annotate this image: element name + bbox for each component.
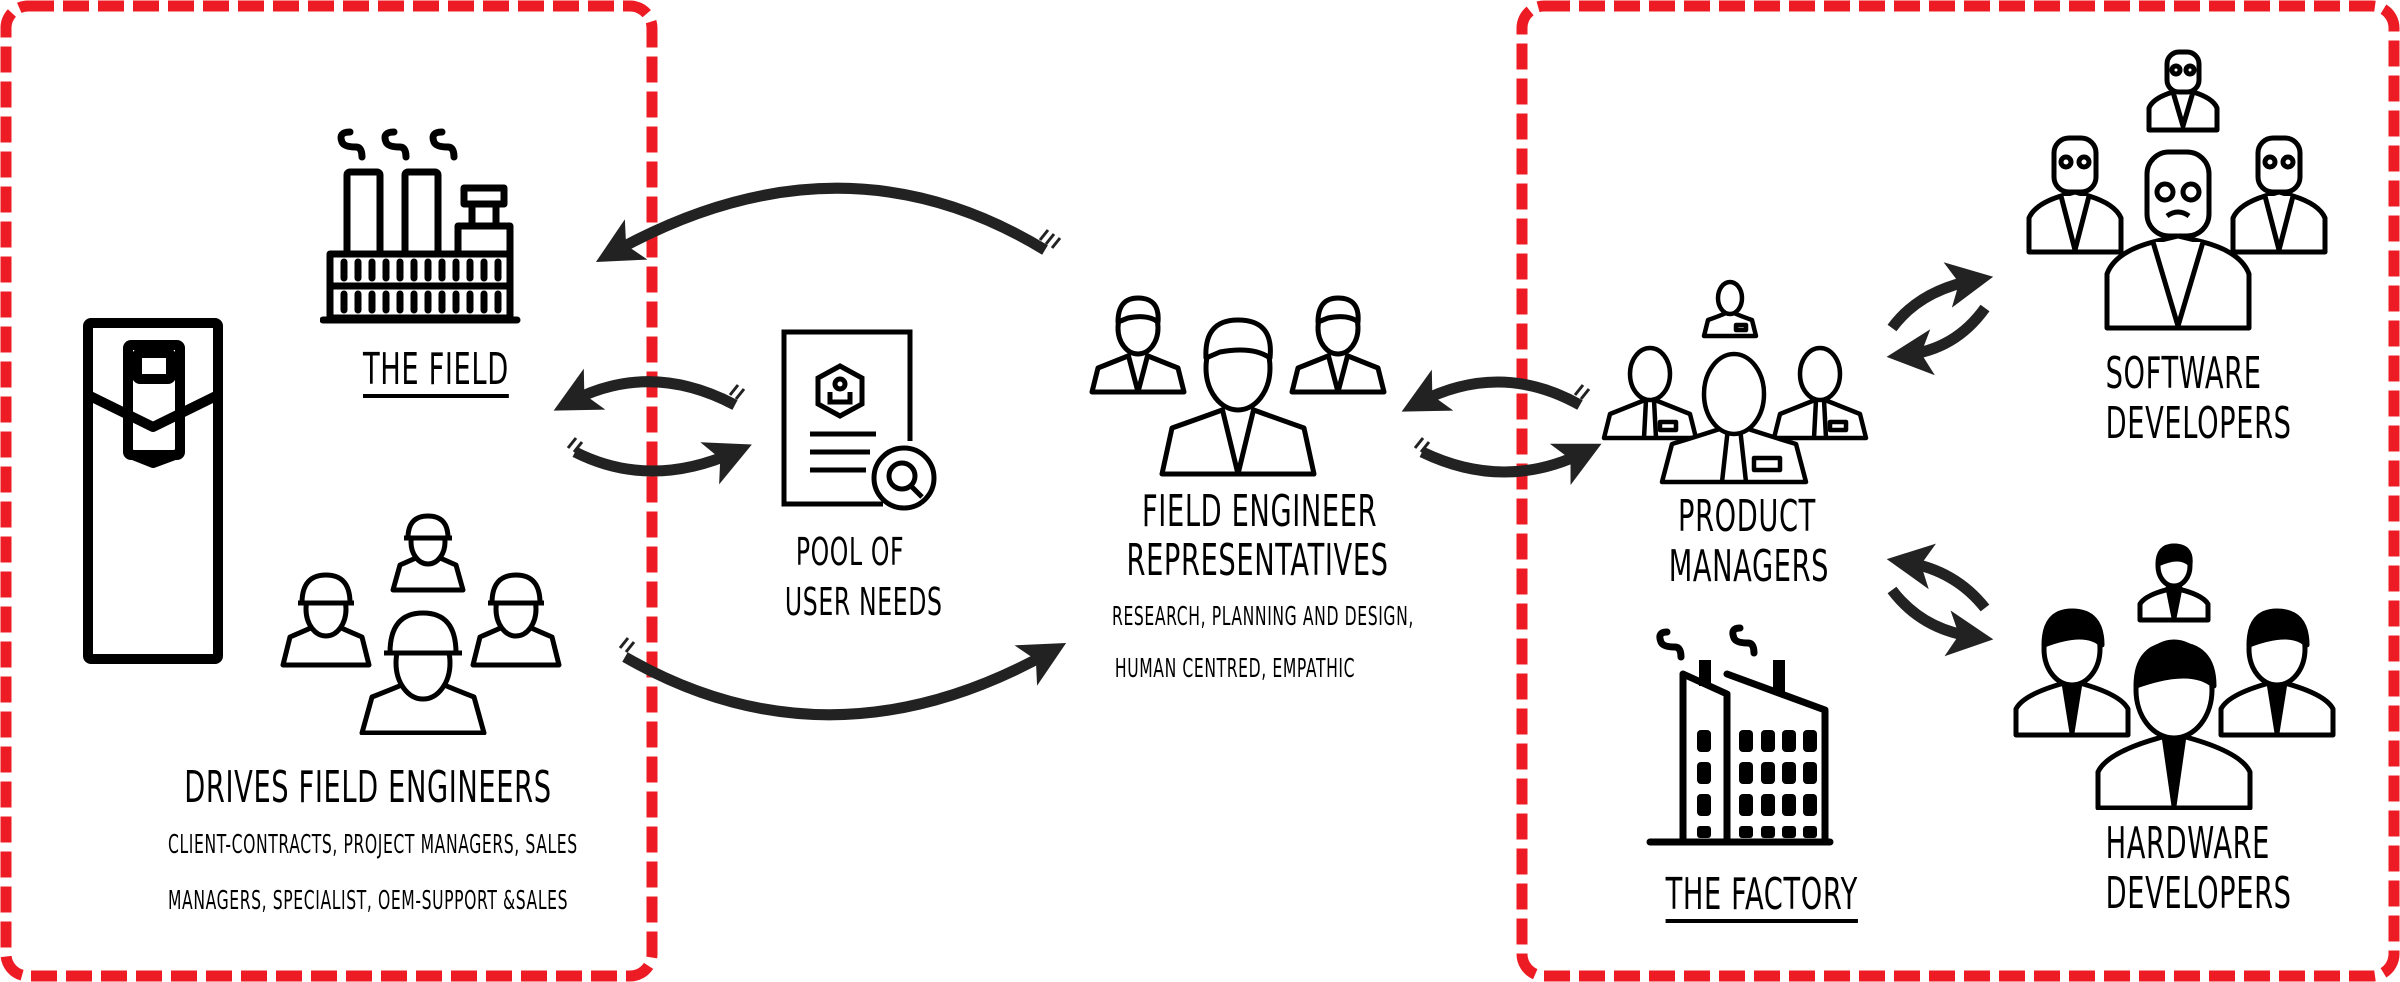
the-factory-label: THE FACTORY: [1665, 869, 1858, 920]
arrow-pm-to-reps: [1401, 369, 1583, 412]
drives-field-engineers-title: DRIVES FIELD ENGINEERS: [184, 762, 552, 813]
software-label-line2: DEVELOPERS: [2105, 398, 2292, 449]
industrial-plant-icon: [320, 128, 521, 324]
arrow-reps-to-field: [595, 182, 1048, 263]
field-side-boundary: [0, 0, 658, 982]
arrow-hardware-to-pm: [1886, 543, 1990, 612]
hard-hat-workers-icon: [280, 513, 562, 735]
pm-label-line2: MANAGERS: [1668, 541, 1830, 592]
drive-cabinet-icon: [83, 318, 223, 664]
hardware-label-line2: DEVELOPERS: [2105, 868, 2292, 919]
arrow-field-to-pool: [572, 442, 752, 485]
arrow-reps-to-pm: [1419, 443, 1602, 486]
arrow-engineers-to-reps: [622, 642, 1067, 721]
engineers-team-icon: [2013, 543, 2336, 810]
arrow-pm-to-software: [1887, 262, 1994, 332]
pool-label-line1: POOL OF: [795, 530, 905, 574]
drives-field-engineers-subtitle-1: CLIENT-CONTRACTS, PROJECT MANAGERS, SALE…: [168, 830, 578, 860]
pool-label-line2: USER NEEDS: [784, 580, 943, 624]
glasses-developers-icon: [2026, 49, 2328, 331]
arrow-pm-to-hardware: [1887, 586, 1994, 657]
reps-label-line2: REPRESENTATIVES: [1126, 535, 1389, 586]
document-search-icon: [781, 329, 937, 511]
reps-subtitle-2: HUMAN CENTRED, EMPATHIC: [1114, 654, 1356, 684]
reps-subtitle-1: RESEARCH, PLANNING AND DESIGN,: [1112, 602, 1414, 632]
reps-label-line1: FIELD ENGINEER: [1142, 486, 1378, 537]
arrow-software-to-pm: [1886, 304, 1990, 376]
hardware-label-line1: HARDWARE: [2105, 818, 2271, 869]
business-people-icon: [1089, 295, 1387, 477]
software-label-line1: SOFTWARE: [2105, 348, 2262, 399]
the-field-label: THE FIELD: [363, 344, 509, 395]
managers-badge-icon: [1601, 279, 1869, 485]
arrow-pool-to-field: [553, 368, 738, 411]
pm-label-line1: PRODUCT: [1678, 491, 1816, 542]
drives-field-engineers-subtitle-2: MANAGERS, SPECIALIST, OEM-SUPPORT &SALES: [168, 886, 569, 916]
factory-building-icon: [1646, 624, 1834, 846]
